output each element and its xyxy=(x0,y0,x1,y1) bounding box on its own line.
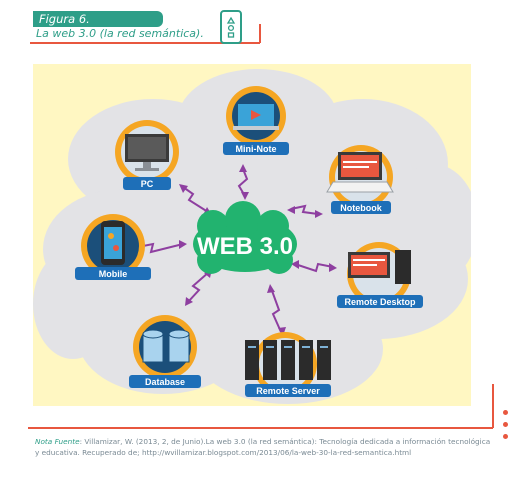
arrow-mini-note xyxy=(237,168,249,197)
server-rack-icon xyxy=(245,340,331,380)
source-note: Nota Fuente: Villamizar, W. (2013, 2, de… xyxy=(35,436,495,458)
arrow-notebook xyxy=(290,204,319,215)
play-icon xyxy=(251,110,261,120)
figure-title: La web 3.0 (la red semántica). xyxy=(36,27,204,40)
node-label-notebook: Notebook xyxy=(340,203,382,213)
web30-diagram: WEB 3.0 Mini-Note PC xyxy=(33,69,478,404)
database-icon xyxy=(142,329,190,363)
arrow-pc xyxy=(182,186,209,213)
node-remote-server: Remote Server xyxy=(245,332,331,397)
arrow-database xyxy=(187,271,210,303)
center-label: WEB 3.0 xyxy=(197,233,293,260)
node-label-database: Database xyxy=(145,377,185,387)
note-prefix: Nota Fuente xyxy=(35,437,80,446)
node-remote-desktop: Remote Desktop xyxy=(337,242,423,308)
figure-label: Figura 6. xyxy=(39,12,90,26)
arrow-mobile xyxy=(137,242,184,254)
decor-dot xyxy=(503,422,508,427)
node-pc: PC xyxy=(115,120,179,190)
node-mobile: Mobile xyxy=(75,214,151,280)
arrow-remote-server xyxy=(270,287,282,333)
node-label-remote-server: Remote Server xyxy=(256,386,320,396)
title-underline xyxy=(30,42,260,44)
note-underline xyxy=(28,427,493,429)
title-bracket xyxy=(259,24,261,43)
node-mini-note: Mini-Note xyxy=(223,86,289,155)
diagram-canvas: WEB 3.0 Mini-Note PC xyxy=(33,64,478,406)
connection-arrows xyxy=(137,168,334,333)
figure-tag: Figura 6. xyxy=(33,11,163,27)
node-database: Database xyxy=(129,315,201,388)
arrow-remote-desktop xyxy=(294,262,334,273)
decor-dot xyxy=(503,410,508,415)
note-bracket xyxy=(492,384,494,428)
note-text: : Villamizar, W. (2013, 2, de Junio).La … xyxy=(35,437,491,457)
node-label-remote-desktop: Remote Desktop xyxy=(344,297,416,307)
node-label-pc: PC xyxy=(141,179,154,189)
decor-dot xyxy=(503,434,508,439)
node-label-mini-note: Mini-Note xyxy=(236,144,277,154)
tower-icon xyxy=(395,250,411,284)
web30-center: WEB 3.0 xyxy=(193,201,297,274)
node-notebook: Notebook xyxy=(326,145,394,214)
mobile-device-icon xyxy=(220,10,242,44)
node-label-mobile: Mobile xyxy=(99,269,128,279)
